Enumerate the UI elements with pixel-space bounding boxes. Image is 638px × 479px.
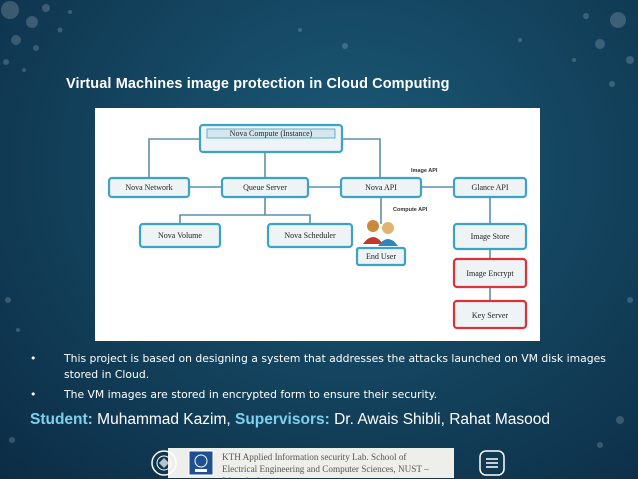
node-label-nova-network: Nova Network bbox=[125, 183, 172, 192]
list-item: • The VM images are stored in encrypted … bbox=[30, 387, 620, 403]
node-label-nova-compute: Nova Compute (Instance) bbox=[230, 129, 313, 138]
credits-line: Student: Muhammad Kazim, Supervisors: Dr… bbox=[30, 411, 550, 429]
node-label-glance-api: Glance API bbox=[471, 183, 508, 192]
architecture-diagram: Image API Compute API Nova Compute (Inst… bbox=[95, 108, 540, 341]
supervisors-names: Dr. Awais Shibli, Rahat Masood bbox=[329, 411, 551, 428]
edge-label-image-api: Image API bbox=[411, 168, 438, 174]
list-item: • This project is based on designing a s… bbox=[30, 351, 620, 383]
student-name: Muhammad Kazim, bbox=[92, 411, 235, 428]
slide-title: Virtual Machines image protection in Clo… bbox=[66, 76, 450, 92]
bullet-list: • This project is based on designing a s… bbox=[30, 351, 620, 407]
footer-bar bbox=[168, 448, 454, 478]
node-image-encrypt: Image Encrypt bbox=[452, 257, 528, 289]
edge-compute-network bbox=[148, 138, 200, 178]
diagram-edges bbox=[148, 138, 491, 301]
node-end-user: End User bbox=[355, 246, 407, 267]
kth-logo-icon bbox=[188, 450, 214, 476]
footer-line-1: KTH Applied Information security Lab. Sc… bbox=[222, 452, 407, 462]
nust-seal-icon bbox=[151, 450, 177, 476]
node-label-nova-scheduler: Nova Scheduler bbox=[284, 231, 336, 240]
node-key-server: Key Server bbox=[452, 299, 528, 330]
end-user-icon bbox=[363, 220, 398, 246]
bullet-text: This project is based on designing a sys… bbox=[64, 352, 606, 381]
node-label-end-user: End User bbox=[366, 252, 396, 261]
node-label-queue-server: Queue Server bbox=[243, 183, 287, 192]
bullet-marker: • bbox=[30, 352, 37, 365]
edge-queue-volume bbox=[179, 197, 266, 224]
footer-text: KTH Applied Information security Lab. Sc… bbox=[222, 451, 462, 479]
node-label-key-server: Key Server bbox=[472, 311, 509, 320]
student-label: Student: bbox=[30, 411, 93, 428]
node-image-store: Image Store bbox=[452, 222, 528, 251]
node-nova-compute: Nova Compute (Instance) bbox=[198, 123, 344, 154]
node-nova-scheduler: Nova Scheduler bbox=[266, 222, 354, 249]
node-label-nova-volume: Nova Volume bbox=[158, 231, 202, 240]
node-glance-api: Glance API bbox=[452, 176, 528, 199]
node-nova-volume: Nova Volume bbox=[138, 222, 222, 249]
node-queue-server: Queue Server bbox=[220, 176, 310, 199]
lab-logo-icon bbox=[479, 450, 505, 476]
supervisors-label: Supervisors: bbox=[235, 411, 330, 428]
bullet-marker: • bbox=[30, 388, 37, 401]
edge-queue-scheduler bbox=[265, 214, 311, 224]
node-nova-network: Nova Network bbox=[107, 176, 191, 199]
bullet-text: The VM images are stored in encrypted fo… bbox=[64, 388, 438, 401]
edge-compute-novaapi bbox=[342, 138, 381, 178]
node-label-image-store: Image Store bbox=[471, 232, 510, 241]
node-label-image-encrypt: Image Encrypt bbox=[466, 269, 514, 278]
node-label-nova-api: Nova API bbox=[365, 183, 397, 192]
footer-line-2: Electrical Engineering and Computer Scie… bbox=[222, 464, 429, 479]
node-nova-api: Nova API bbox=[339, 176, 423, 199]
edge-label-compute-api: Compute API bbox=[393, 207, 428, 213]
